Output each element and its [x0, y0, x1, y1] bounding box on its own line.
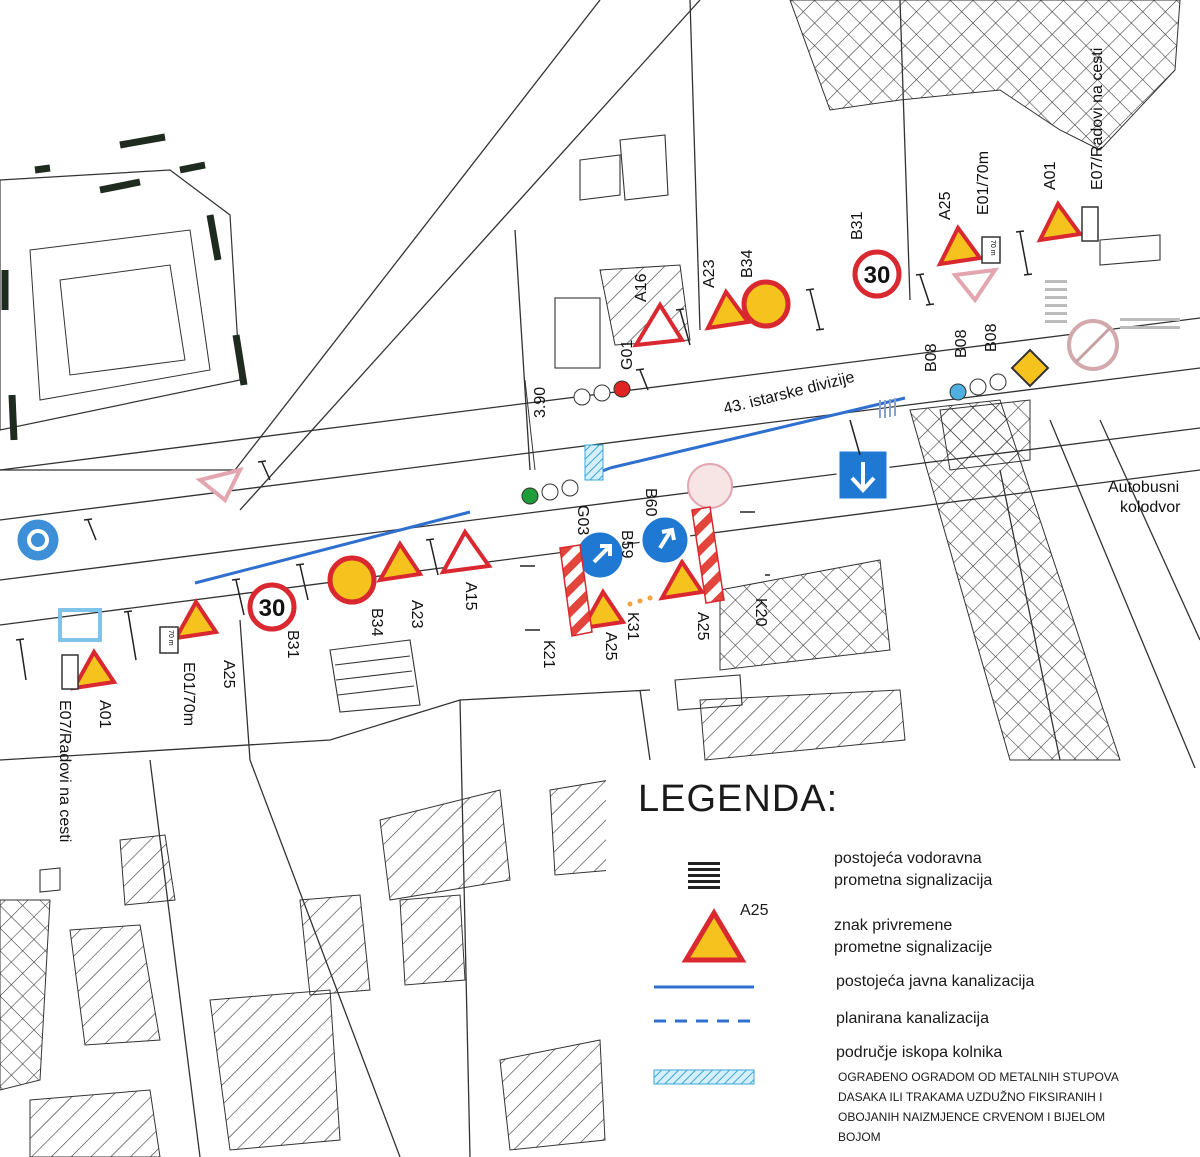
- small-structures: [39, 134, 1161, 893]
- red-light-icon: [613, 380, 631, 398]
- traffic-light-upper: [573, 380, 631, 406]
- beacon-light-icon: [627, 595, 653, 607]
- legend-title: LEGENDA:: [638, 778, 839, 820]
- sign-code-b08: B08: [923, 343, 940, 372]
- legend-excavation-icon: [653, 1069, 755, 1085]
- sign-code-g03: G03: [574, 505, 591, 535]
- traffic-light-lower: [521, 479, 579, 505]
- legend-fence-note-line1: OGRAĐENO OGRADOM OD METALNIH STUPOVA: [838, 1070, 1119, 1084]
- legend-item-temp-sign-code: A25: [740, 902, 769, 919]
- legend-item-markings-line1: postojeća vodoravna: [834, 850, 982, 867]
- sign-code-a25-mid2: A25: [694, 612, 711, 641]
- yield-sign-faded-icon: [195, 267, 1000, 504]
- building-topleft: [0, 133, 248, 441]
- speed-limit-value-lower: 30: [259, 595, 286, 622]
- legend-fence-note: OGRAĐENO OGRADOM OD METALNIH STUPOVA DAS…: [838, 1067, 1178, 1147]
- sign-code-a15: A15: [462, 582, 479, 611]
- sign-code-a23-bot: A23: [408, 600, 425, 629]
- legend-item-planned-canal: planirana kanalizacija: [836, 1010, 989, 1027]
- sign-code-k20: K20: [752, 598, 769, 627]
- sign-code-a16: A16: [633, 273, 650, 302]
- road-markings: [879, 398, 896, 418]
- distance-plate-text-top: 70 m: [989, 240, 996, 256]
- legend-fence-note-line2: DASAKA ILI TRAKAMA UZDUŽNO FIKSIRANIH I: [838, 1090, 1103, 1104]
- roadwork-sign-icon: [172, 224, 984, 641]
- legend-item-existing-canal: postojeća javna kanalizacija: [836, 973, 1035, 990]
- sign-code-g01: G01: [619, 340, 636, 370]
- sign-code-b60: B60: [642, 488, 659, 517]
- legend-item-temp-sign: znak privremene prometne signalizacije: [834, 915, 992, 959]
- legend-item-temp-sign-line1: znak privremene: [834, 917, 953, 934]
- sign-code-e07-bot: E07/Radovi na cesti: [56, 700, 73, 842]
- sign-code-a25-bot: A25: [220, 660, 237, 689]
- sign-code-e01-top: E01/70m: [975, 151, 992, 215]
- sign-code-a23-top: A23: [701, 259, 718, 288]
- stop-sign-faded-icon: [687, 463, 733, 509]
- legend-fence-note-line3: OBOJANIH NAIZMJENCE CRVENOM I BIJELOM: [838, 1110, 1106, 1124]
- legend-roadwork-sign-icon: [681, 908, 747, 963]
- sign-code-e07-top: E07/Radovi na cesti: [1089, 48, 1106, 190]
- width-dimension-label: 3.90: [532, 387, 549, 418]
- roundabout-sign-icon: [14, 516, 62, 564]
- station-label-line1: Autobusni: [1108, 479, 1179, 496]
- sign-code-a01-top: A01: [1042, 161, 1059, 190]
- legend-item-temp-sign-line2: prometne signalizacije: [834, 939, 993, 956]
- sign-code-e01-bot: E01/70m: [180, 662, 197, 726]
- lane-direction-sign-icon: [836, 448, 890, 502]
- crosswalks: [1045, 280, 1180, 329]
- sign-code-b08c: B08: [983, 323, 1000, 352]
- existing-sewer-line-upper: [609, 396, 906, 470]
- speed-limit-sign-icon: [247, 249, 902, 632]
- excavation-area-2: [58, 608, 102, 642]
- sign-code-b31-top: B31: [849, 211, 866, 240]
- excavation-area: [584, 444, 604, 481]
- sign-code-b31-bot: B31: [284, 630, 301, 659]
- existing-sewer-line-lower: [194, 510, 471, 585]
- distance-plate-text-bot: 70 m: [167, 630, 174, 646]
- sign-code-b34-top: B34: [739, 249, 756, 278]
- sign-posts: [15, 230, 1033, 681]
- station-label-line2: kolodvor: [1120, 499, 1181, 516]
- roadworks-plate-icon: [61, 206, 1099, 690]
- legend-symbols: [606, 768, 1200, 1157]
- sign-code-k21: K21: [540, 640, 557, 669]
- legend-item-markings-line2: prometna signalizacija: [834, 872, 993, 889]
- no-turn-sign-icon: [1067, 319, 1119, 371]
- sign-code-b59: B59: [618, 530, 635, 559]
- no-overtaking-sign-icon: [327, 279, 791, 605]
- legend-hatch-symbol-icon: [688, 862, 720, 889]
- speed-limit-value-upper: 30: [864, 262, 891, 289]
- legend-item-markings: postojeća vodoravna prometna signalizaci…: [834, 848, 992, 892]
- sign-code-a25-mid: A25: [602, 632, 619, 661]
- sign-code-labels: A01 E07/Radovi na cesti E01/70m A25 B31 …: [56, 48, 1106, 843]
- danger-sign-icon: [70, 200, 1084, 691]
- priority-road-sign-icon: [1010, 348, 1050, 388]
- green-light-icon: [521, 487, 539, 505]
- road-narrowing-sign-icon: [439, 301, 686, 575]
- sign-code-a01-bot: A01: [96, 700, 113, 729]
- distance-plate-icon: [159, 236, 1001, 654]
- sign-code-b34-bot: B34: [368, 608, 385, 637]
- sign-code-k31: K31: [624, 612, 641, 641]
- legend-fence-note-line4: BOJOM: [838, 1130, 881, 1144]
- sign-code-b08b: B08: [953, 329, 970, 358]
- sign-code-a25-top: A25: [937, 191, 954, 220]
- legend-item-excavation: područje iskopa kolnika: [836, 1044, 1003, 1061]
- barrier-board-icon: [559, 506, 725, 637]
- traffic-light-warning-sign-icon: [376, 288, 752, 583]
- width-dimension-line: [524, 379, 536, 471]
- traffic-light-right: [949, 373, 1007, 401]
